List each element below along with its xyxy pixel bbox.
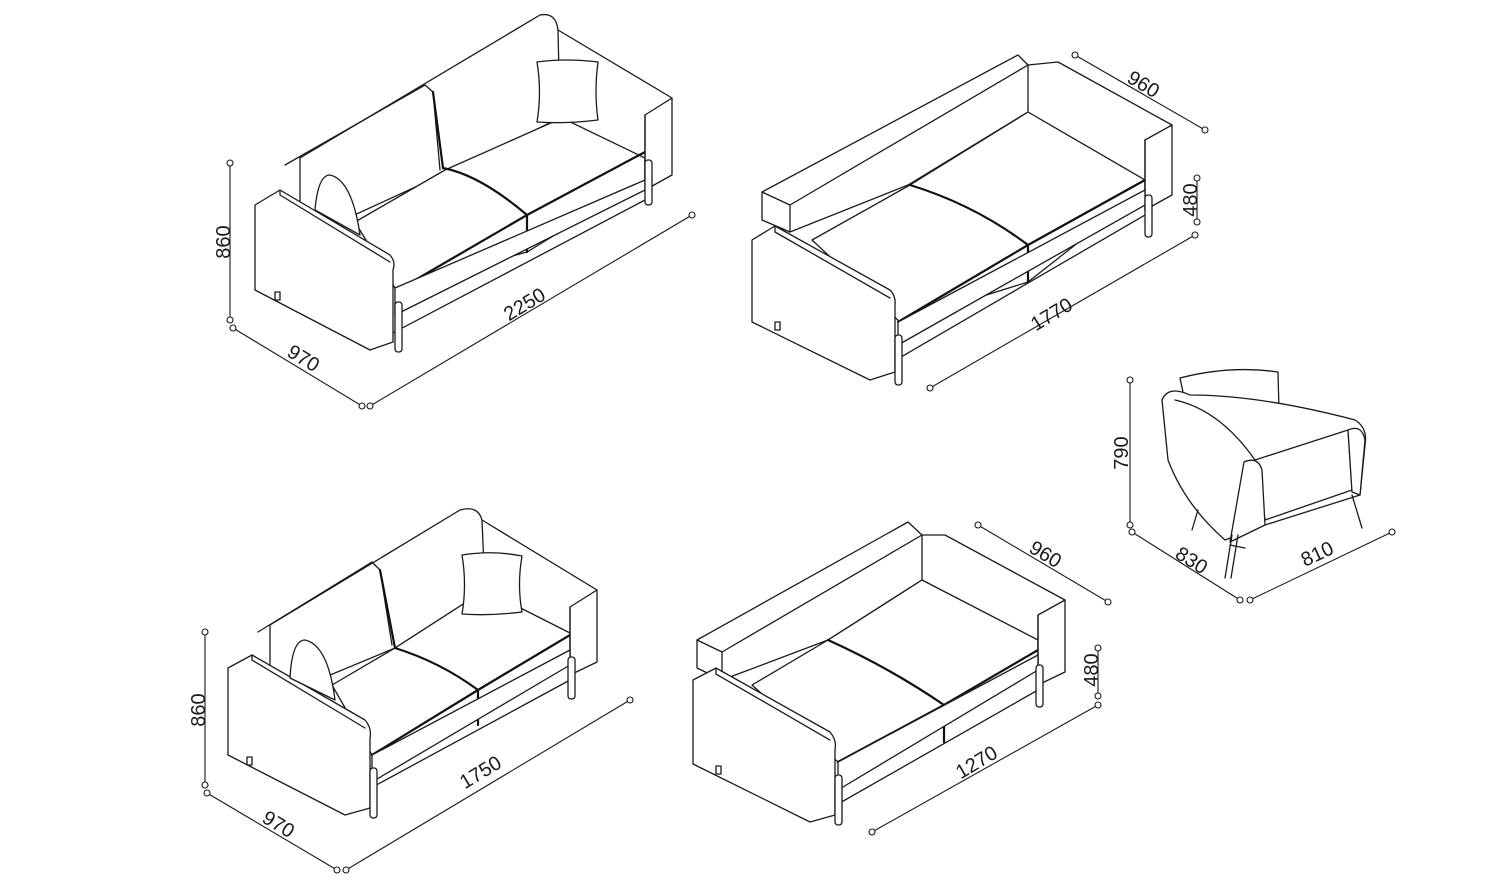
sofa-2-seat-depth-label: 970 [258, 807, 298, 843]
sofa-3-seat-left-arm [254, 189, 395, 351]
sofa-bed-3-seat-left-arm [751, 225, 896, 381]
sofa-3-seat-height-label: 860 [213, 225, 235, 258]
sofa-3-seat-pillow-left [314, 174, 361, 236]
armchair-depth-label: 830 [1171, 543, 1211, 579]
armchair-height-label: 790 [1111, 436, 1133, 469]
sofa-3-seat-depth-label: 970 [283, 341, 323, 377]
sofa-2-seat-height-label: 860 [188, 693, 210, 726]
sofa-bed-3-seat-drawing [751, 54, 1173, 386]
sofa-2-seat-pillow-left [289, 639, 336, 701]
sofa-3-seat-width-label: 2250 [500, 284, 549, 326]
sofa-bed-2-seat-seat-height-label: 480 [1081, 653, 1103, 686]
sofa-bed-2-seat-depth-label: 960 [1025, 537, 1065, 573]
sofa-bed-2-seat-width-label: 1270 [952, 742, 1001, 784]
sofa-3-seat-drawing [254, 13, 673, 353]
sofa-bed-3-seat-depth-label: 960 [1123, 67, 1163, 103]
armchair-width-label: 810 [1298, 538, 1338, 572]
sofa-bed-2-seat-left-arm [692, 667, 837, 823]
sofa-2-seat-left-arm [227, 654, 372, 816]
sofa-2-seat-pillow-right [461, 552, 523, 616]
armchair-drawing [1161, 368, 1367, 579]
sofa-3-seat-pillow-right [536, 59, 599, 124]
sofa-bed-3-seat-width-label: 1770 [1027, 294, 1076, 336]
sofa-bed-3-seat-seat-height-label: 480 [1180, 183, 1202, 216]
sofa-bed-2-seat-drawing [692, 521, 1066, 826]
sofa-2-seat-drawing [227, 508, 598, 819]
sofa-2-seat-width-label: 1750 [456, 752, 505, 794]
